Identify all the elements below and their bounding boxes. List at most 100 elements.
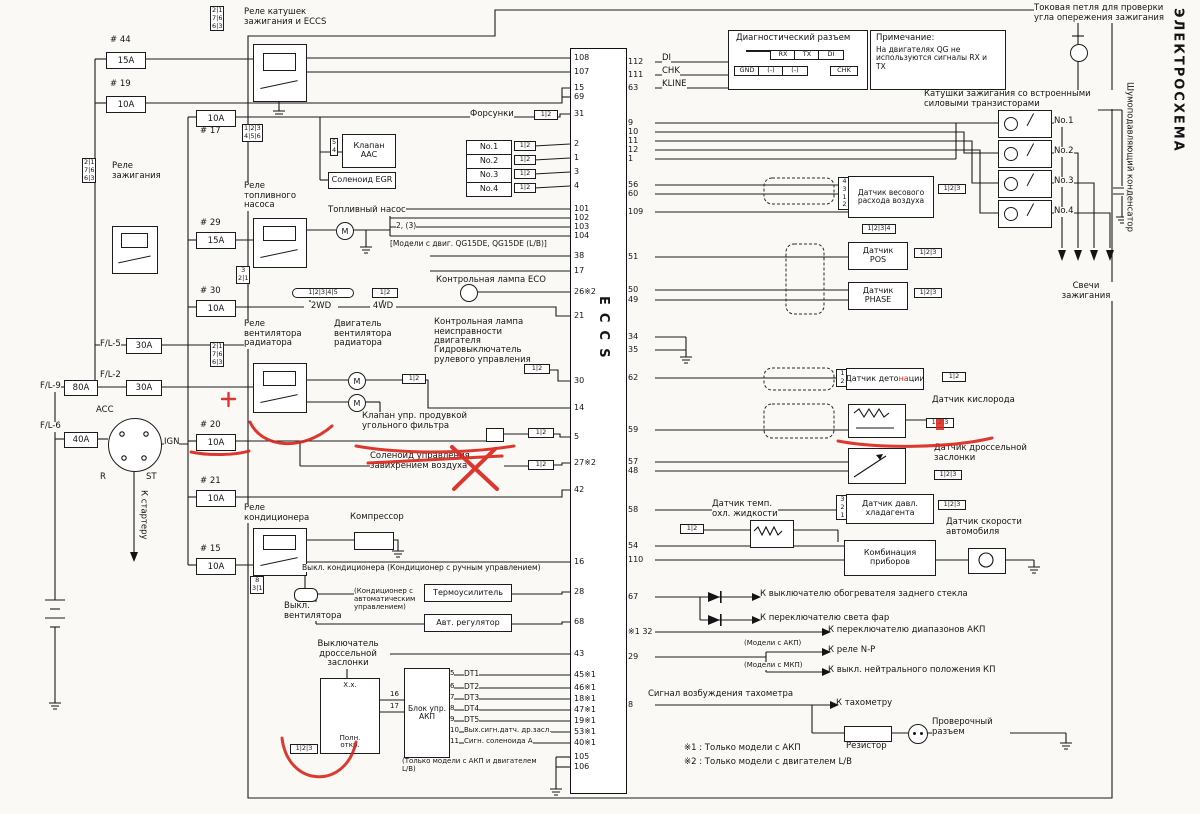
eccs-pin: ※1 32	[628, 627, 653, 636]
connector-icon: 2|1 7|6 6|3	[210, 342, 225, 368]
note-title: Примечание:	[876, 33, 935, 44]
connector-icon: 1|2|3|4	[862, 224, 896, 234]
ign-st: ST	[146, 472, 157, 483]
ignition-coil-2	[998, 140, 1052, 168]
page-title: ЭЛЕКТРОСХЕМА	[1170, 8, 1186, 153]
tach-signal-label: Сигнал возбуждения тахометра	[648, 689, 794, 700]
eccs-pin: 47※1	[574, 705, 596, 714]
at-row-pin: 7	[450, 693, 455, 702]
connector-icon: 1|2	[402, 374, 426, 384]
at-row-pin: 11	[450, 737, 459, 746]
fuse-fl9-id: F/L-9	[40, 381, 61, 392]
connector-icon: 1|2|3	[290, 744, 318, 754]
coolant-temp-label: Датчик темп. охл. жидкости	[712, 499, 778, 520]
connector-icon: 1|2	[514, 183, 536, 193]
eccs-pin: 42	[574, 485, 585, 494]
hydro-switch-label: Гидровыключатель рулевого управления	[434, 345, 546, 366]
relay-ac	[253, 528, 307, 576]
diag-title: Диагностический разъем	[736, 33, 851, 44]
swirl-solenoid-label: Соленоид управления завихрением воздуха	[370, 451, 504, 472]
thermo-amplifier: Термоусилитель	[424, 584, 512, 602]
fuse-30-id: # 30	[200, 286, 221, 297]
fuse-44: 15A	[106, 52, 146, 69]
at-row-label: DT4	[464, 704, 480, 714]
fuse-21-id: # 21	[200, 476, 221, 487]
eccs-pin: 51	[628, 252, 639, 261]
pos-sensor: Датчик POS	[848, 242, 908, 270]
connector-icon: 5 4	[330, 138, 339, 156]
fan-switch-label: Выкл. вентилятора	[284, 601, 346, 622]
fuse-17: 10A	[196, 110, 236, 127]
knock-label-red: на	[898, 373, 909, 383]
at-row-label: DT3	[464, 693, 480, 703]
connector-icon: 1|2	[680, 524, 704, 534]
eccs-pin: 26※2	[574, 287, 596, 296]
at-note: (Только модели с АКП и двигателем L/B)	[402, 757, 552, 774]
timing-loop-icon	[1070, 44, 1088, 62]
knock-label-pre: Датчик дето	[845, 373, 899, 383]
eccs-pin: 27※2	[574, 458, 596, 467]
relay-symbol	[263, 535, 296, 551]
mt-model-note: (Модели с МКП)	[744, 661, 803, 670]
connector-icon: 1|2	[534, 110, 558, 120]
spark-plugs-label: Свечи зажигания	[1048, 281, 1124, 302]
connector-icon: 3 2|1	[236, 266, 251, 284]
neutral-switch-dest: К выкл. нейтрального положения КП	[828, 665, 996, 676]
connector-icon: 1|2	[514, 155, 536, 165]
ac-switch-label: Выкл. кондиционера (Кондиционер с ручным…	[302, 563, 541, 573]
eco-lamp-label: Контрольная лампа ECO	[436, 275, 546, 286]
injector-2: No.2	[466, 154, 512, 169]
eccs-pin: 10	[628, 127, 639, 136]
2wd-label: 2WD	[304, 301, 338, 312]
eccs-pin: 56	[628, 180, 639, 189]
check-connector-icon	[908, 724, 928, 744]
resistor	[844, 726, 892, 742]
injector-3: No.3	[466, 168, 512, 183]
relay-symbol	[260, 248, 299, 258]
at-row-label: DT5	[464, 715, 480, 725]
ignition-coil-3	[998, 170, 1052, 198]
connector-icon: 1|2|3	[914, 248, 942, 258]
eccs-pin: 35	[628, 345, 639, 354]
eccs-pin: 67	[628, 592, 639, 601]
eccs-pin: 3	[574, 167, 580, 176]
np-relay-dest: К реле N-P	[828, 645, 876, 656]
eccs-pin: 106	[574, 762, 590, 771]
eccs-pin: 17	[574, 266, 585, 275]
connector-icon: 1|2	[528, 460, 554, 470]
fuse-fl2-id: F/L-2	[100, 370, 121, 381]
resistor-label: Резистор	[846, 741, 887, 752]
ign-acc: ACC	[96, 405, 114, 416]
eccs-pin: 53※1	[574, 727, 596, 736]
aac-valve: Клапан ААС	[342, 134, 396, 168]
coolant-temp-sensor	[750, 520, 794, 548]
noise-capacitor-label: Шумоподавляющий конденсатор	[1124, 82, 1135, 233]
at-row-pin: 9	[450, 715, 455, 724]
eccs-pin: 15	[574, 83, 585, 92]
refrigerant-pressure-sensor: Датчик давл. хладагента	[846, 494, 934, 524]
relay-fuel	[253, 218, 307, 268]
relay-symbol	[260, 80, 299, 90]
headlamp-dest: К переключателю света фар	[760, 613, 890, 624]
fuse-19: 10A	[106, 96, 146, 113]
eccs-pin: 9	[628, 118, 634, 127]
connector-icon: 1|2|3	[938, 500, 966, 510]
fan-motor-1: M	[348, 372, 366, 390]
diag-cell: TX	[794, 50, 820, 60]
fuse-20: 10A	[196, 434, 236, 451]
connector-icon: 1|2|3	[926, 418, 954, 428]
eccs-pin: 68	[574, 617, 585, 626]
connector-icon: 1|2	[372, 288, 398, 298]
speed-sensor	[968, 548, 1006, 574]
fuse-fl5: 30A	[126, 338, 162, 354]
coil-label: No.2	[1054, 146, 1074, 157]
eccs-pin: 2	[574, 139, 580, 148]
relay-ignition	[112, 226, 158, 274]
at-row-label: Вых.сигн.датч. др.засл.	[464, 726, 552, 735]
ign-ign: IGN	[164, 437, 180, 448]
relay-symbol	[260, 557, 299, 567]
relay-symbol	[263, 52, 296, 71]
relay-ac-label: Реле кондиционера	[244, 503, 324, 524]
at-row-label: DT1	[464, 669, 480, 679]
